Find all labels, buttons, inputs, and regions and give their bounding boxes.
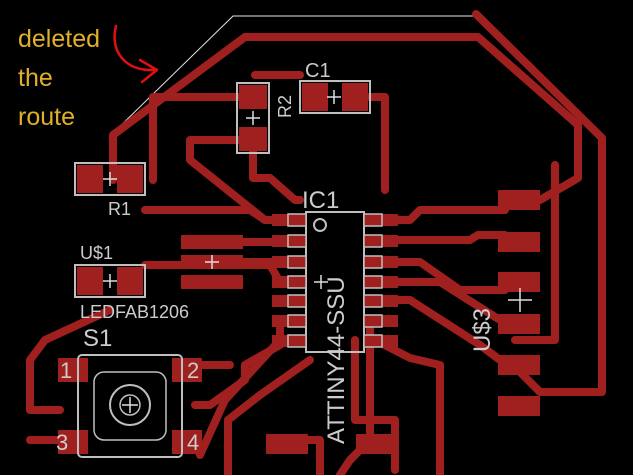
trace (186, 136, 289, 224)
r2-outline (236, 82, 270, 154)
r1-outline (74, 162, 146, 196)
component-origin-cross (314, 275, 328, 289)
c1-pad (342, 83, 368, 111)
ic-pin-pad (364, 315, 398, 327)
component-origin-cross (103, 274, 117, 288)
ic-pin-pad (272, 276, 306, 288)
pad (356, 434, 398, 454)
component-origin-cross (327, 90, 341, 104)
trace (249, 136, 304, 204)
annotation-line: the (18, 64, 53, 92)
c1-pad (302, 83, 328, 111)
s1-label: S1 (83, 325, 112, 352)
ic1-pin1-marker (313, 218, 327, 232)
u1-label: U$1 (80, 243, 113, 263)
ic-pin-pad (364, 295, 398, 307)
ic1-pins-right (364, 214, 398, 347)
ic1-pins-left-outline (287, 213, 307, 348)
trace (371, 336, 444, 475)
s1-pin2: 2 (187, 358, 199, 383)
s1-pin1: 1 (60, 358, 72, 383)
trace (109, 33, 582, 204)
resistor-r2[interactable]: R2 (236, 82, 295, 154)
header-pad (498, 232, 540, 252)
pad (266, 434, 308, 454)
r1-pad (117, 165, 143, 193)
ic-pin-pad (364, 276, 398, 288)
u3-label: U$3 (469, 308, 496, 352)
s1-inner-outline (93, 371, 167, 441)
c1-outline (299, 80, 371, 114)
bottom-pads[interactable] (266, 434, 398, 454)
s1-pin3: 3 (56, 430, 68, 455)
c1-label: C1 (305, 60, 331, 82)
switch-s1[interactable]: S1 1 2 3 4 (56, 325, 202, 458)
r1-label: R1 (108, 199, 131, 219)
trace (26, 306, 114, 414)
trace (366, 93, 389, 194)
ic-pin-pad (364, 335, 398, 347)
ic-pin-pad (272, 235, 306, 247)
ic-pin-pad (364, 256, 398, 268)
trace (511, 161, 559, 344)
ic1-pins-left (272, 214, 306, 347)
resistor-r1[interactable]: R1 (74, 162, 146, 219)
attiny-label: ATTINY44-SSU (323, 276, 350, 444)
ic-pin-pad (272, 335, 306, 347)
header-u3[interactable]: U$3 (469, 190, 540, 416)
component-origin-cross (246, 111, 260, 125)
led-u1[interactable]: U$1 LEDFAB1206 (74, 243, 189, 322)
r2-label: R2 (275, 95, 295, 118)
s1-body-outline (77, 354, 183, 458)
ic1-label: IC1 (302, 187, 339, 214)
s1-pad (172, 430, 202, 454)
annotation-line: deleted (18, 25, 101, 53)
component-origin-cross (508, 288, 532, 312)
button-actuator (109, 384, 151, 426)
s1-pad (58, 358, 88, 382)
capacitor-c1[interactable]: C1 (299, 60, 371, 114)
ic-pin-pad (272, 214, 306, 226)
header-pad (498, 314, 540, 334)
ic1-pins-right-outline (363, 213, 383, 348)
annotation-note: deleted the route (18, 20, 100, 137)
header-pad (498, 396, 540, 416)
led-label: LEDFAB1206 (80, 302, 189, 322)
header-pad (498, 272, 540, 292)
pad (181, 275, 243, 289)
ic-pin-pad (272, 256, 306, 268)
component-origin-cross (205, 255, 219, 269)
button-actuator (119, 394, 141, 416)
component-origin-cross (103, 172, 117, 186)
r2-pad (239, 85, 267, 109)
u1-outline (74, 264, 146, 298)
pad (181, 235, 243, 249)
trace (371, 231, 509, 244)
trace (224, 356, 314, 475)
ic1-attiny44[interactable]: IC1 ATTINY44-SSU (272, 187, 398, 444)
component-origin-cross (122, 397, 138, 413)
s1-pin4: 4 (187, 430, 199, 455)
annotation-line: route (18, 103, 75, 131)
u1-pad (77, 267, 103, 295)
header-pad (498, 355, 540, 375)
ic-pin-pad (272, 315, 306, 327)
u1-pad (117, 267, 143, 295)
ic-pin-pad (272, 295, 306, 307)
ic-pin-pad (364, 235, 398, 247)
resonator-pads[interactable] (181, 235, 243, 289)
ic-pin-pad (364, 214, 398, 226)
s1-pad (58, 430, 88, 454)
s1-pad (172, 358, 202, 382)
header-pad (498, 190, 540, 210)
r1-pad (77, 165, 103, 193)
curved-arrow-icon (113, 24, 159, 84)
r2-pad (239, 127, 267, 151)
trace (141, 206, 269, 224)
